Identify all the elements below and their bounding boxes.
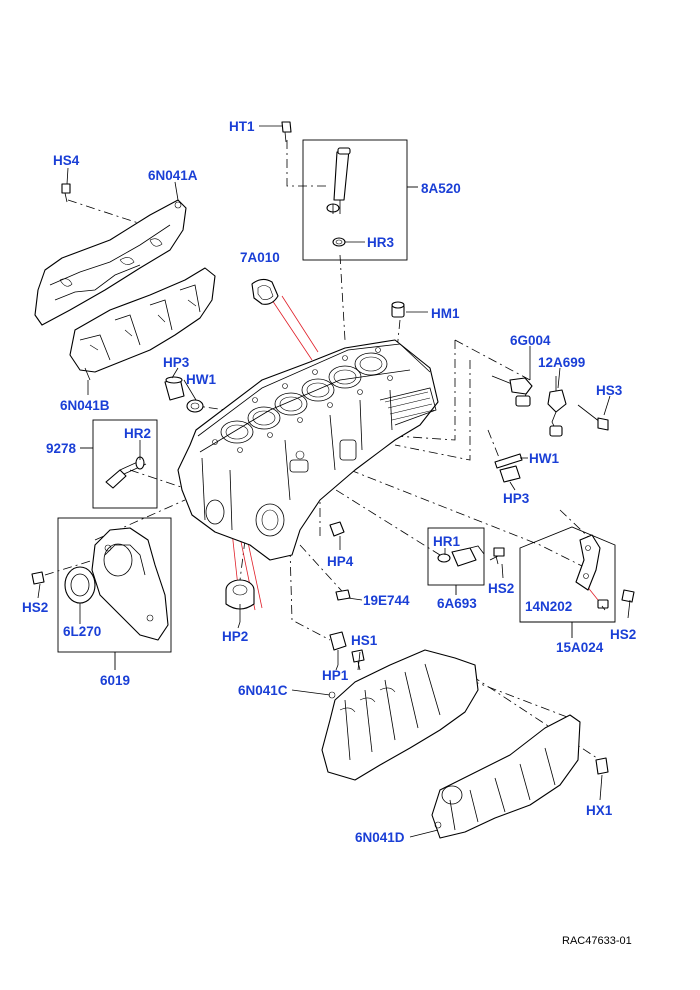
grouping-boxes <box>57 139 616 670</box>
label-hp3-left: HP3 <box>163 355 190 370</box>
label-hs3: HS3 <box>596 383 623 398</box>
label-9278: 9278 <box>46 441 77 456</box>
label-hp1: HP1 <box>322 668 349 683</box>
bolt-hs2-right <box>621 589 635 603</box>
label-14n202: 14N202 <box>525 599 572 614</box>
plug-hp3-left <box>164 376 185 401</box>
cylinder-block <box>177 339 439 561</box>
label-hw1-right: HW1 <box>529 451 559 466</box>
label-hw1-left: HW1 <box>186 372 216 387</box>
label-8a520: 8A520 <box>421 181 461 196</box>
label-6l270: 6L270 <box>63 624 101 639</box>
label-hs2-mid: HS2 <box>488 581 514 596</box>
sensor-6a693 <box>437 545 485 567</box>
sensor-12a699 <box>547 376 567 437</box>
bolt-ht1 <box>281 121 292 143</box>
label-hx1: HX1 <box>586 803 613 818</box>
label-hs2-right: HS2 <box>610 627 636 642</box>
bolt-hs4 <box>61 183 71 203</box>
heat-shield-6n041b <box>69 267 216 381</box>
washer-hw1-right <box>494 453 523 469</box>
bolt-hs3 <box>577 404 609 431</box>
stud-hx1 <box>595 757 609 775</box>
bolt-hs2-mid <box>493 547 505 565</box>
label-19e744: 19E744 <box>363 593 410 608</box>
dipstick-tube <box>326 147 351 247</box>
label-15a024: 15A024 <box>556 640 604 655</box>
bolt-hs1 <box>351 649 365 671</box>
heat-shield-6n041a <box>34 199 187 326</box>
bracket-14n202 <box>575 534 609 609</box>
plug-hp2 <box>225 579 255 622</box>
label-hm1: HM1 <box>431 306 460 321</box>
sensor-6g004 <box>491 375 533 407</box>
plug-hp4 <box>329 521 345 537</box>
label-6a693: 6A693 <box>437 596 477 611</box>
seal-6l270 <box>64 566 96 620</box>
heat-shield-6n041d <box>431 714 581 839</box>
reference-code: RAC47633-01 <box>562 935 632 947</box>
label-hr3: HR3 <box>367 235 394 250</box>
washer-hw1-left <box>186 399 204 413</box>
label-12a699: 12A699 <box>538 355 585 370</box>
sensor-9278 <box>105 456 147 489</box>
label-leaders <box>37 125 631 838</box>
dowel-hm1 <box>391 301 405 318</box>
label-hr2: HR2 <box>124 426 151 441</box>
label-hs1: HS1 <box>351 633 378 648</box>
label-7a010: 7A010 <box>240 250 280 265</box>
heat-shield-6n041c <box>321 649 479 781</box>
label-6n041b: 6N041B <box>60 398 110 413</box>
plug-hp1 <box>329 631 347 665</box>
connector-19e744 <box>335 589 351 601</box>
label-6g004: 6G004 <box>510 333 551 348</box>
label-6n041c: 6N041C <box>238 683 288 698</box>
label-hp4: HP4 <box>327 554 354 569</box>
label-hs2-left: HS2 <box>22 600 48 615</box>
plug-hp3-right <box>499 465 521 483</box>
label-hs4: HS4 <box>53 153 80 168</box>
label-6019: 6019 <box>100 673 130 688</box>
part-labels: HT1 8A520 HR3 HS4 6N041A 7A010 HM1 6G004… <box>22 119 636 947</box>
label-hr1: HR1 <box>433 534 460 549</box>
gasket-7a010 <box>251 278 279 305</box>
label-6n041d: 6N041D <box>355 830 405 845</box>
timing-cover-6019 <box>91 527 169 641</box>
label-hp3-right: HP3 <box>503 491 530 506</box>
bolt-hs2-left <box>31 571 45 585</box>
label-6n041a: 6N041A <box>148 168 198 183</box>
label-hp2: HP2 <box>222 629 248 644</box>
label-ht1: HT1 <box>229 119 255 134</box>
